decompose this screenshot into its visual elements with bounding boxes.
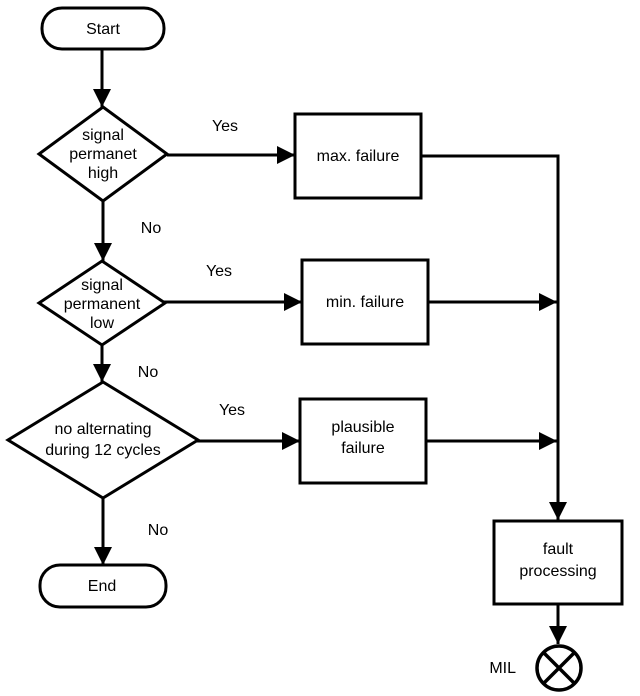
min-failure-process-shape (300, 258, 430, 346)
max-failure-process-shape (293, 112, 423, 200)
edge-label-yes-alternating: Yes (219, 402, 245, 419)
edge-label-yes-high: Yes (212, 118, 238, 135)
start-label: Start (86, 21, 120, 38)
mil-lamp-cross-icon (542, 651, 576, 685)
node-fault-processing: fault processing (492, 519, 624, 606)
decision-high-label-line3: high (88, 165, 118, 182)
fault-processing-process-shape (492, 519, 624, 606)
fault-processing-label-line1: fault (543, 541, 574, 558)
decision-alternating-diamond-shape (5, 380, 201, 500)
mil-lamp-circle-icon (535, 644, 583, 692)
plausible-failure-label-line2: failure (341, 440, 385, 457)
min-failure-label: min. failure (326, 294, 404, 311)
node-mil-indicator: MIL (489, 644, 583, 692)
mil-label: MIL (489, 660, 516, 677)
node-start: Start (40, 6, 166, 51)
plausible-failure-label-line1: plausible (331, 419, 394, 436)
fault-processing-label-line2: processing (519, 563, 596, 580)
decision-low-label-line3: low (90, 315, 114, 332)
start-terminator-shape (40, 6, 166, 51)
node-max-failure: max. failure (293, 112, 423, 200)
decision-high-diamond-shape (36, 105, 170, 203)
decision-alternating-label-line1: no alternating (55, 421, 152, 438)
decision-low-label-line2: permanent (64, 296, 141, 313)
edge-label-no-low: No (138, 364, 159, 381)
decision-low-diamond-shape (36, 259, 168, 347)
edge-label-yes-low: Yes (206, 263, 232, 280)
decision-high-label-line2: permanet (69, 146, 137, 163)
decision-high-label-line1: signal (82, 127, 124, 144)
plausible-failure-process-shape (298, 397, 428, 485)
edge-label-no-high: No (141, 220, 162, 237)
end-label: End (88, 578, 116, 595)
end-terminator-shape (38, 563, 168, 609)
node-min-failure: min. failure (300, 258, 430, 346)
node-decision-signal-high: signal permanet high (36, 105, 170, 203)
edge-max-failure-to-fault-processing (421, 154, 567, 520)
decision-low-label-line1: signal (81, 277, 123, 294)
decision-alternating-label-line2: during 12 cycles (45, 442, 161, 459)
max-failure-label: max. failure (317, 148, 400, 165)
node-decision-no-alternating: no alternating during 12 cycles (5, 380, 201, 500)
node-end: End (38, 563, 168, 609)
node-decision-signal-low: signal permanent low (36, 259, 168, 347)
edge-label-no-alternating: No (148, 522, 169, 539)
node-plausible-failure: plausible failure (298, 397, 428, 485)
